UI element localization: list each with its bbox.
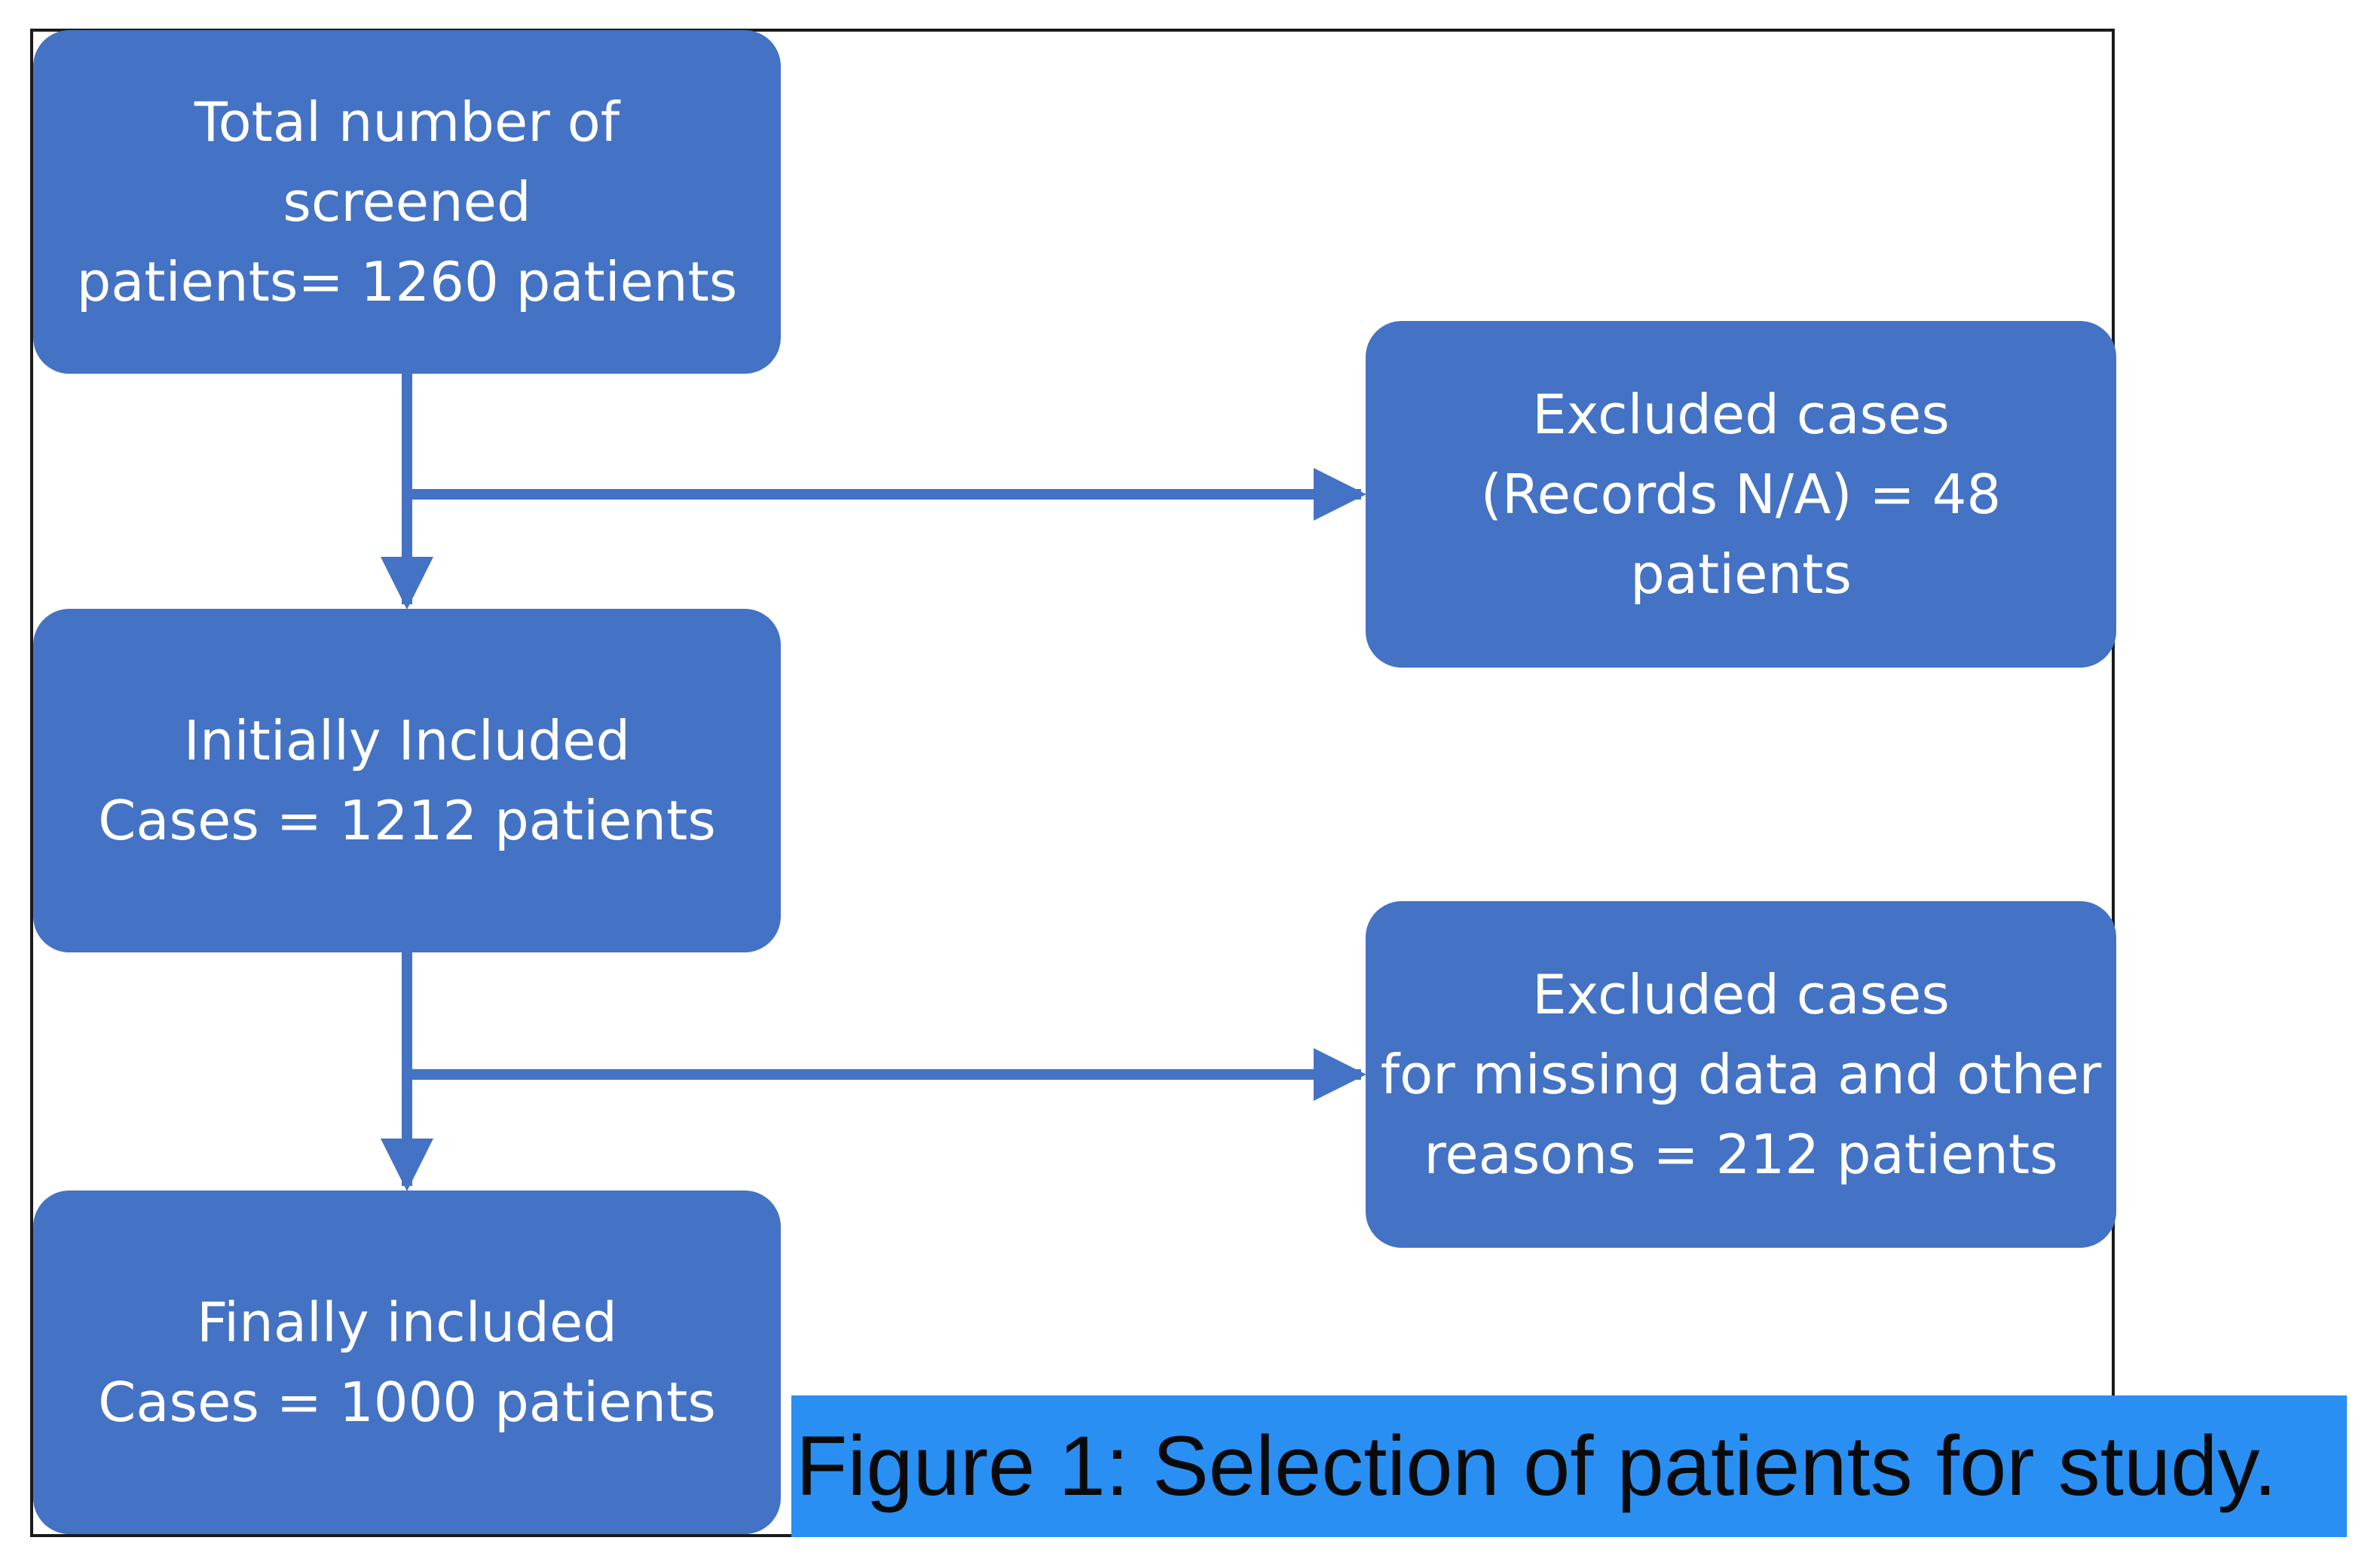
- box-line: Finally included: [197, 1291, 617, 1354]
- finally-included-box: Finally included Cases = 1000 patients: [33, 1191, 781, 1534]
- box-line: reasons = 212 patients: [1424, 1123, 2058, 1186]
- box-line: patients: [1630, 543, 1852, 606]
- box-line: Cases = 1212 patients: [98, 789, 716, 852]
- initially-included-box: Initially Included Cases = 1212 patients: [33, 609, 781, 952]
- box-line: (Records N/A) = 48: [1480, 463, 2002, 526]
- box-line: Initially Included: [183, 709, 631, 772]
- box-line: patients= 1260 patients: [76, 250, 738, 313]
- box-line: Excluded cases: [1532, 963, 1950, 1026]
- box-line: Cases = 1000 patients: [98, 1371, 716, 1434]
- screened-patients-box: Total number of screened patients= 1260 …: [33, 30, 781, 374]
- box-line: Excluded cases: [1532, 383, 1950, 446]
- box-line: for missing data and other: [1380, 1043, 2102, 1106]
- figure-caption: Figure 1: Selection of patients for stud…: [791, 1395, 2347, 1537]
- box-line: Total number of: [194, 90, 620, 154]
- excluded-missing-data-box: Excluded cases for missing data and othe…: [1366, 901, 2116, 1248]
- excluded-records-box: Excluded cases (Records N/A) = 48 patien…: [1366, 321, 2116, 668]
- box-line: screened: [283, 170, 531, 234]
